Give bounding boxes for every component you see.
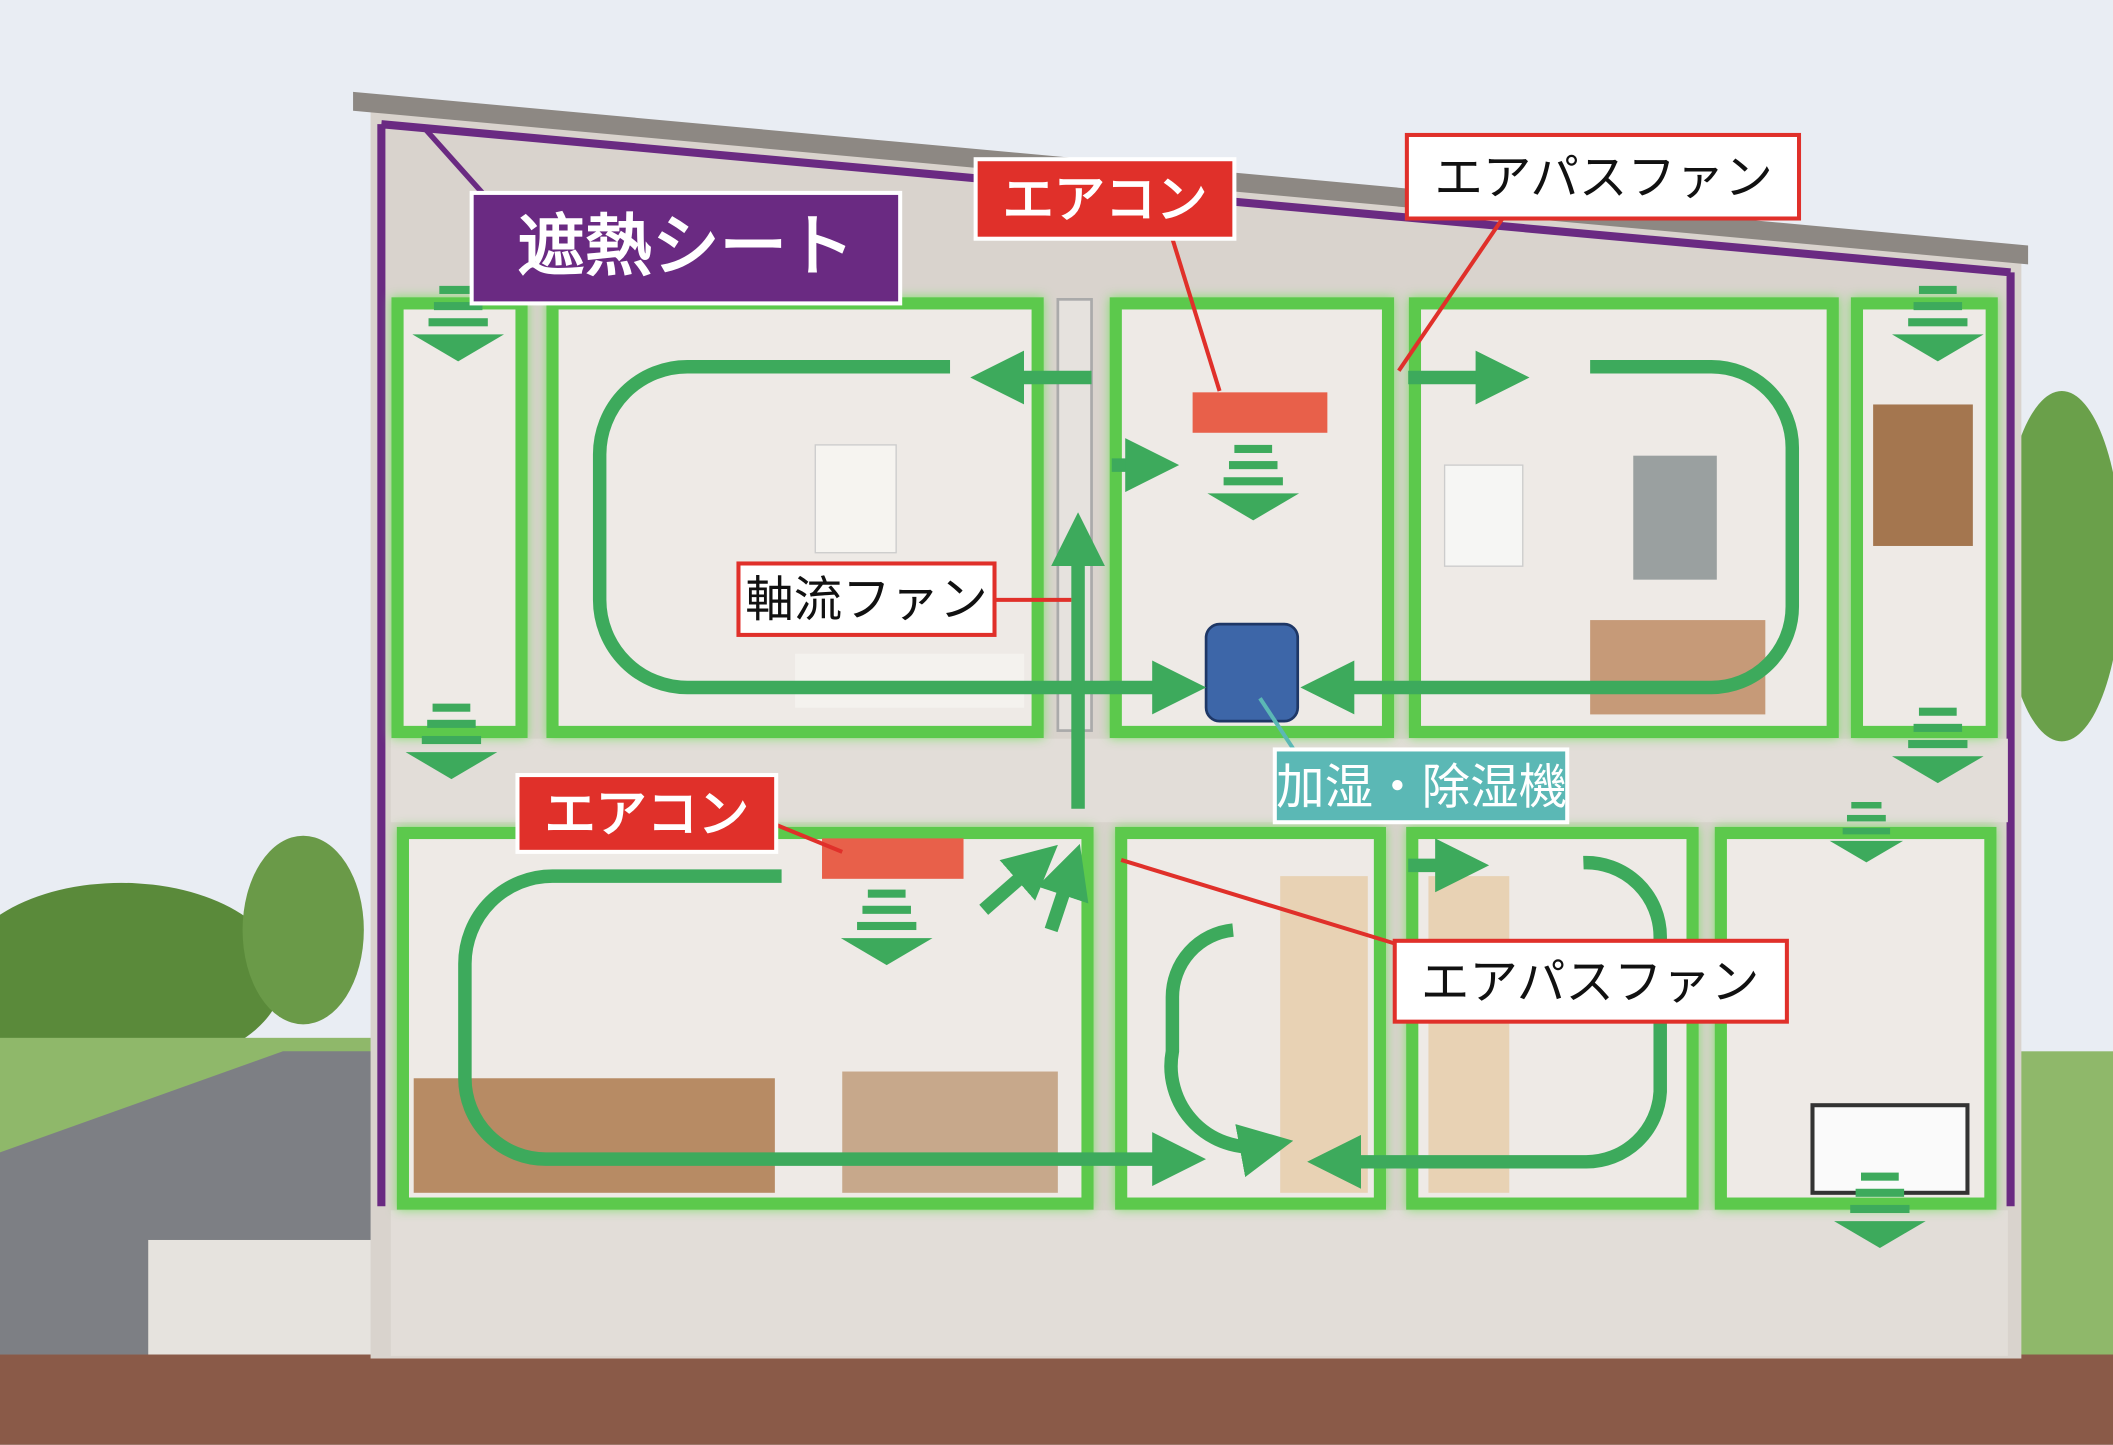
flow-upper-right <box>1300 360 1800 715</box>
foundation <box>390 1210 2008 1356</box>
air-conditioner-upper-unit <box>1192 392 1328 433</box>
bed-left <box>795 653 1025 708</box>
leader-ac-lower <box>775 823 843 854</box>
closet-room <box>391 297 528 738</box>
flow-ldk-up-2 <box>1037 843 1089 933</box>
leader-heat-shield <box>422 126 485 195</box>
air-pass-fan-lower-text: エアパスファン <box>1421 955 1760 1011</box>
tree-right <box>2001 391 2113 742</box>
air-pass-fan-upper-label: エアパスファン <box>1404 132 1802 221</box>
window <box>1443 464 1524 567</box>
wall-art <box>814 444 897 554</box>
leader-airpass-lower <box>1120 858 1396 946</box>
air-pass-fan-lower-label: エアパスファン <box>1392 938 1789 1024</box>
flow-ldk-up <box>979 844 1058 915</box>
axial-fan-label: 軸流ファン <box>736 561 997 637</box>
tree-left <box>0 882 283 1072</box>
leader-humidifier <box>1258 697 1296 751</box>
dining-table <box>842 1071 1058 1193</box>
air-conditioner-lower-text: エアコン <box>544 785 749 845</box>
foundation-step <box>148 1239 385 1362</box>
airflow-arrows <box>405 285 1984 1249</box>
bed-right <box>1590 620 1766 715</box>
tree-left-small <box>242 835 364 1025</box>
wall-art-right <box>1633 455 1717 580</box>
heat-shield-text: 遮熱シート <box>518 207 855 286</box>
air-conditioner-lower-label: エアコン <box>515 773 779 854</box>
flow-lower-left <box>458 869 1207 1187</box>
air-conditioner-upper-text: エアコン <box>1003 170 1208 230</box>
air-conditioner-lower-unit <box>822 838 964 879</box>
leader-ac-upper <box>1170 238 1222 392</box>
humidifier-text: 加湿・除湿機 <box>1276 759 1567 815</box>
heat-shield-label: 遮熱シート <box>469 190 903 306</box>
flow-upper-left <box>592 360 1207 715</box>
lawn-right <box>2014 1051 2113 1362</box>
air-conditioner-upper-label: エアコン <box>973 157 1237 241</box>
leader-airpass-upper <box>1397 217 1505 372</box>
axial-fan-text: 軸流ファン <box>745 572 988 628</box>
humidifier-unit <box>1204 622 1300 723</box>
door-washroom <box>1428 876 1510 1193</box>
ground <box>0 1354 2113 1445</box>
flow-stairs <box>1164 923 1294 1178</box>
air-pass-fan-upper-text: エアパスファン <box>1434 150 1773 206</box>
humidifier-label: 加湿・除湿機 <box>1272 747 1570 825</box>
toilet-cabinet <box>1873 404 1973 546</box>
